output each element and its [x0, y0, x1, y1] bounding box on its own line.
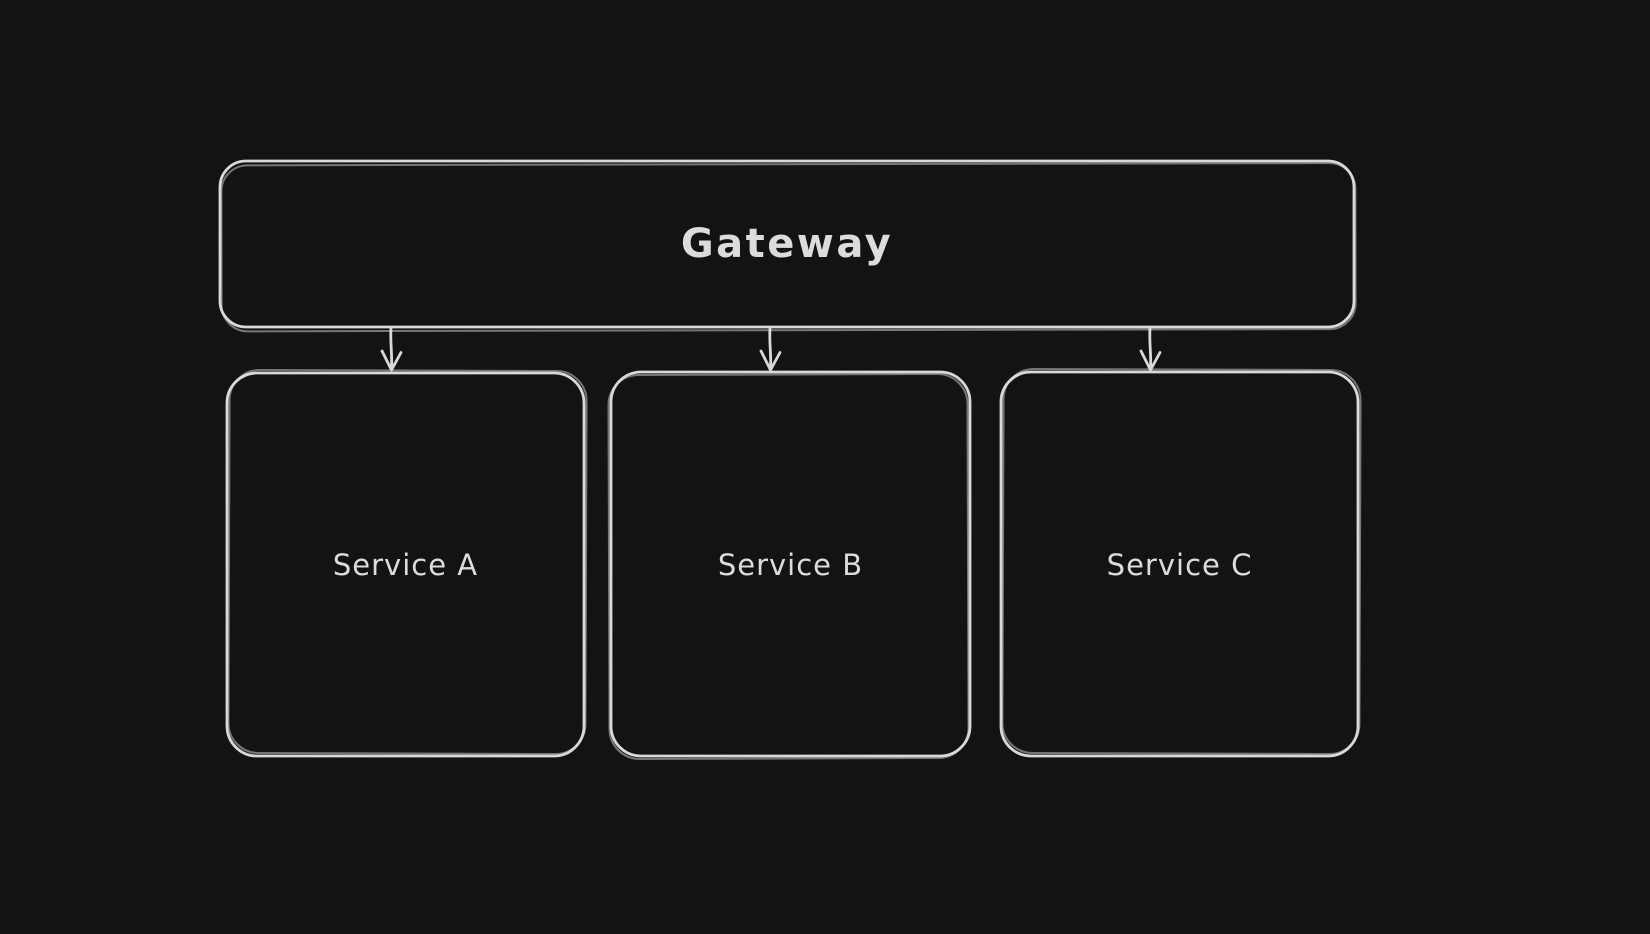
node-service-a-box	[225, 371, 586, 758]
arrow-gateway-to-service-b-head	[759, 349, 782, 372]
node-service-b[interactable]	[607, 370, 972, 760]
node-gateway-box-sketch-stroke	[220, 162, 1357, 333]
node-service-a-box-sketch-stroke	[227, 368, 588, 756]
node-service-a[interactable]	[225, 368, 588, 758]
arrow-gateway-to-service-a[interactable]	[380, 326, 403, 372]
arrow-gateway-to-service-a-stem	[389, 326, 394, 371]
node-service-b-box-sketch-stroke	[607, 373, 970, 760]
node-service-c[interactable]	[999, 367, 1362, 758]
node-gateway-box	[218, 159, 1356, 329]
node-service-c-box-sketch-stroke	[1001, 367, 1362, 756]
arrow-gateway-to-service-c-stem	[1148, 326, 1153, 371]
node-service-c-box	[999, 370, 1360, 758]
node-gateway[interactable]	[218, 159, 1357, 333]
arrow-gateway-to-service-c-head	[1139, 349, 1162, 372]
arrow-gateway-to-service-a-head	[380, 349, 403, 372]
node-service-b-box	[609, 370, 972, 758]
arrow-gateway-to-service-b[interactable]	[759, 326, 782, 372]
arrow-gateway-to-service-c[interactable]	[1139, 326, 1162, 372]
arrow-gateway-to-service-b-stem	[768, 326, 773, 371]
